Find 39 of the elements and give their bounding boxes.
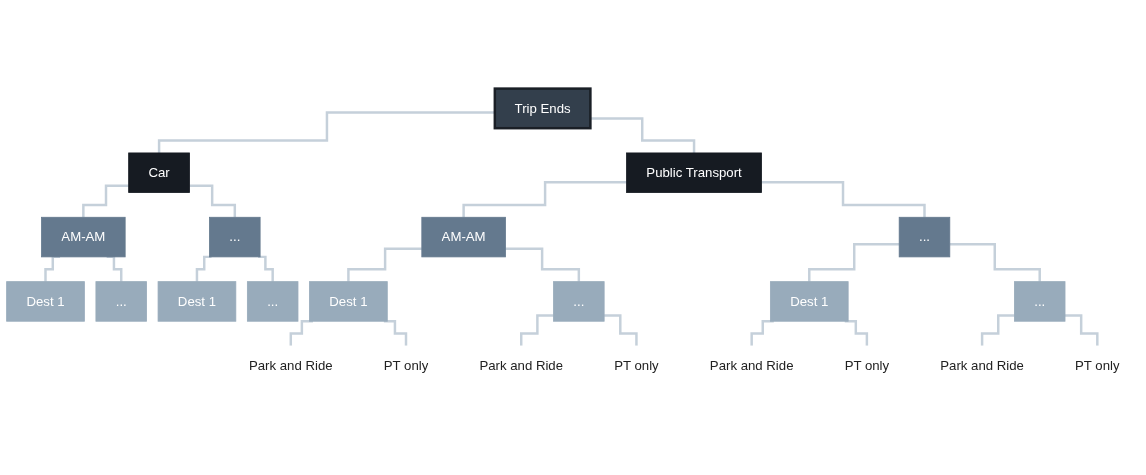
node-box: ... [1014,281,1066,323]
connector [808,243,900,284]
connector [462,181,627,219]
node-text: Park and Ride [479,358,564,373]
node-text: PT only [614,358,659,373]
node-text: Park and Ride [709,358,794,373]
node-box: Dest 1 [157,281,237,323]
node-box: Trip Ends [493,87,592,130]
node-box: AM-AM [41,217,126,258]
connector [520,314,554,348]
node-box: Dest 1 [6,281,85,323]
node-text: PT only [383,358,429,373]
node-box: ... [246,281,299,323]
connector [1065,314,1099,348]
node-box: ... [553,281,605,323]
node-box: AM-AM [421,217,506,258]
connector [258,256,274,284]
connector [189,184,237,219]
node-box: Dest 1 [770,281,849,323]
connector [980,314,1015,348]
node-text: PT only [1075,358,1120,373]
node-box: ... [209,217,261,258]
node-box: Public Transport [626,152,762,194]
node-box: ... [95,281,147,323]
connector [195,256,212,284]
connector [604,314,638,348]
connector [505,247,581,284]
node-text: Park and Ride [940,358,1024,373]
connector [347,247,422,284]
connector [949,243,1041,284]
connector [157,111,495,155]
node-text: PT only [844,358,890,373]
connector [761,181,926,219]
node-box: Dest 1 [309,281,388,323]
connector [590,117,696,155]
connector [82,184,129,219]
node-box: ... [898,217,951,258]
node-text: Park and Ride [248,358,333,373]
node-box: Car [128,152,190,194]
